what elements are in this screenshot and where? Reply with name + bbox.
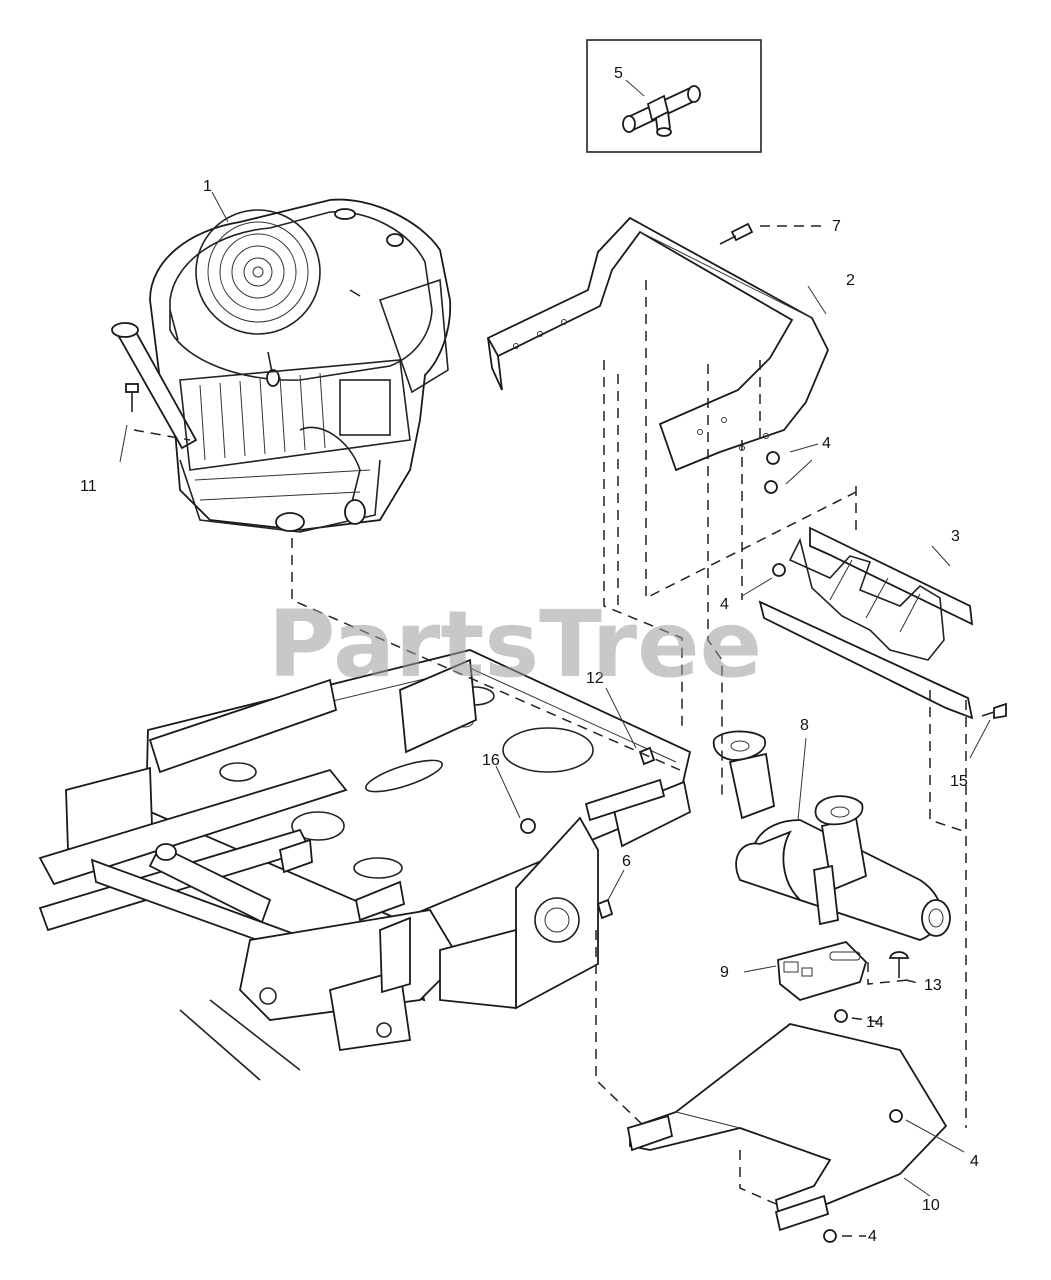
- callout-15[interactable]: 15: [950, 773, 968, 790]
- callout-11[interactable]: 11: [80, 478, 97, 495]
- screw-icon[interactable]: [719, 222, 754, 245]
- screw-icon[interactable]: [888, 951, 910, 978]
- heat-shield-upper-icon[interactable]: [486, 216, 829, 472]
- callout-3[interactable]: 3: [951, 528, 960, 545]
- callout-7[interactable]: 7: [832, 218, 841, 235]
- bolt-icon[interactable]: [125, 383, 139, 412]
- callout-13[interactable]: 13: [924, 977, 942, 994]
- callout-1[interactable]: 1: [203, 178, 212, 195]
- callout-2[interactable]: 2: [846, 272, 855, 289]
- callout-6[interactable]: 6: [622, 853, 631, 870]
- tee-fitting-icon[interactable]: [622, 85, 701, 137]
- engine-icon[interactable]: [111, 198, 452, 533]
- screw-icon[interactable]: [981, 702, 1007, 720]
- callout-12[interactable]: 12: [586, 670, 604, 687]
- callout-8[interactable]: 8: [800, 717, 809, 734]
- callout-14[interactable]: 14: [866, 1014, 884, 1031]
- nut-icon[interactable]: [834, 1009, 848, 1023]
- callout-10[interactable]: 10: [922, 1197, 940, 1214]
- callout-4a[interactable]: 4: [822, 435, 831, 452]
- nut-icon[interactable]: [772, 563, 786, 577]
- callout-16[interactable]: 16: [482, 752, 500, 769]
- callout-4b[interactable]: 4: [720, 596, 729, 613]
- shield-icon[interactable]: [626, 1023, 948, 1232]
- nut-icon[interactable]: [823, 1229, 837, 1243]
- callout-4d[interactable]: 4: [868, 1228, 877, 1245]
- inset-box: 5: [586, 39, 762, 153]
- callout-9[interactable]: 9: [720, 964, 729, 981]
- nut-icon[interactable]: [764, 451, 780, 494]
- assembly-lines: [291, 280, 967, 1205]
- muffler-icon[interactable]: [712, 730, 951, 941]
- nut-icon[interactable]: [889, 1109, 903, 1123]
- screw-icon[interactable]: [596, 898, 614, 920]
- nut-icon[interactable]: [520, 818, 536, 834]
- bracket-icon[interactable]: [777, 940, 868, 1001]
- plate-icon[interactable]: [758, 526, 974, 720]
- frame-icon[interactable]: [38, 649, 692, 1081]
- callout-5[interactable]: 5: [614, 65, 623, 82]
- watermark: PartsTree: [268, 591, 762, 698]
- callout-4c[interactable]: 4: [970, 1153, 979, 1170]
